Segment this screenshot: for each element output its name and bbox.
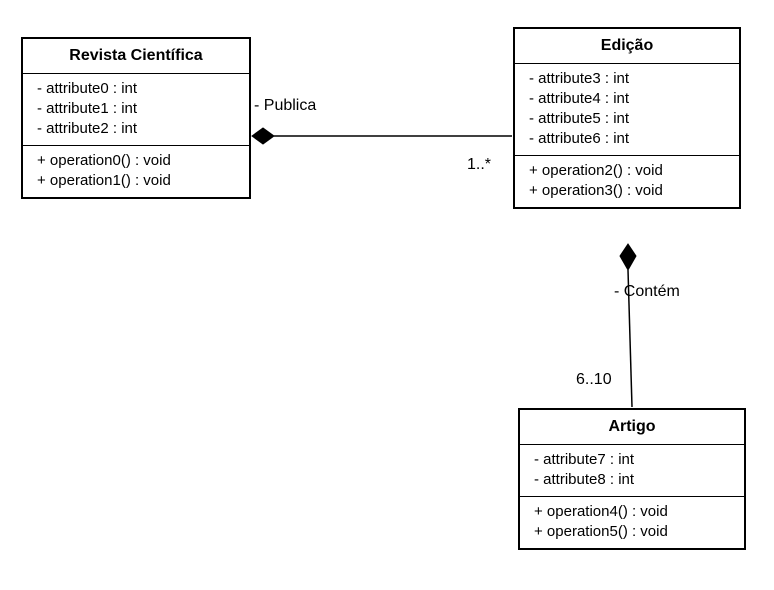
contem-composition-diamond-icon [619,243,637,272]
operations-compartment: + operation2() : void + operation3() : v… [515,156,739,207]
contem-multiplicity-label: 6..10 [576,371,612,388]
attribute-item: - attribute7 : int [534,451,635,468]
operation-item: + operation3() : void [529,182,663,199]
attribute-item: - attribute0 : int [37,80,138,97]
attribute-item: - attribute6 : int [529,130,630,147]
class-revista-cientifica[interactable]: Revista Científica - attribute0 : int - … [21,37,251,199]
attributes-compartment: - attribute0 : int - attribute1 : int - … [23,74,249,146]
operation-item: + operation4() : void [534,503,668,520]
class-name: Revista Científica [23,39,249,74]
attributes-compartment: - attribute3 : int - attribute4 : int - … [515,64,739,156]
publica-composition-diamond-icon [251,127,275,145]
attributes-compartment: - attribute7 : int - attribute8 : int [520,445,744,497]
operation-item: + operation0() : void [37,152,171,169]
attribute-item: - attribute1 : int [37,100,138,117]
operations-compartment: + operation4() : void + operation5() : v… [520,497,744,548]
attribute-item: - attribute8 : int [534,471,635,488]
publica-role-label: - Publica [254,97,317,114]
contem-role-label: - Contém [614,283,680,300]
class-edicao[interactable]: Edição - attribute3 : int - attribute4 :… [513,27,741,209]
operation-item: + operation5() : void [534,523,668,540]
publica-multiplicity-label: 1..* [467,156,492,173]
attribute-item: - attribute5 : int [529,110,630,127]
attribute-item: - attribute3 : int [529,70,630,87]
operation-item: + operation1() : void [37,172,171,189]
contem-association-line[interactable] [627,269,633,408]
operation-item: + operation2() : void [529,162,663,179]
class-name: Artigo [520,410,744,445]
class-name: Edição [515,29,739,64]
operations-compartment: + operation0() : void + operation1() : v… [23,146,249,197]
attribute-item: - attribute4 : int [529,90,630,107]
class-artigo[interactable]: Artigo - attribute7 : int - attribute8 :… [518,408,746,550]
attribute-item: - attribute2 : int [37,120,138,137]
